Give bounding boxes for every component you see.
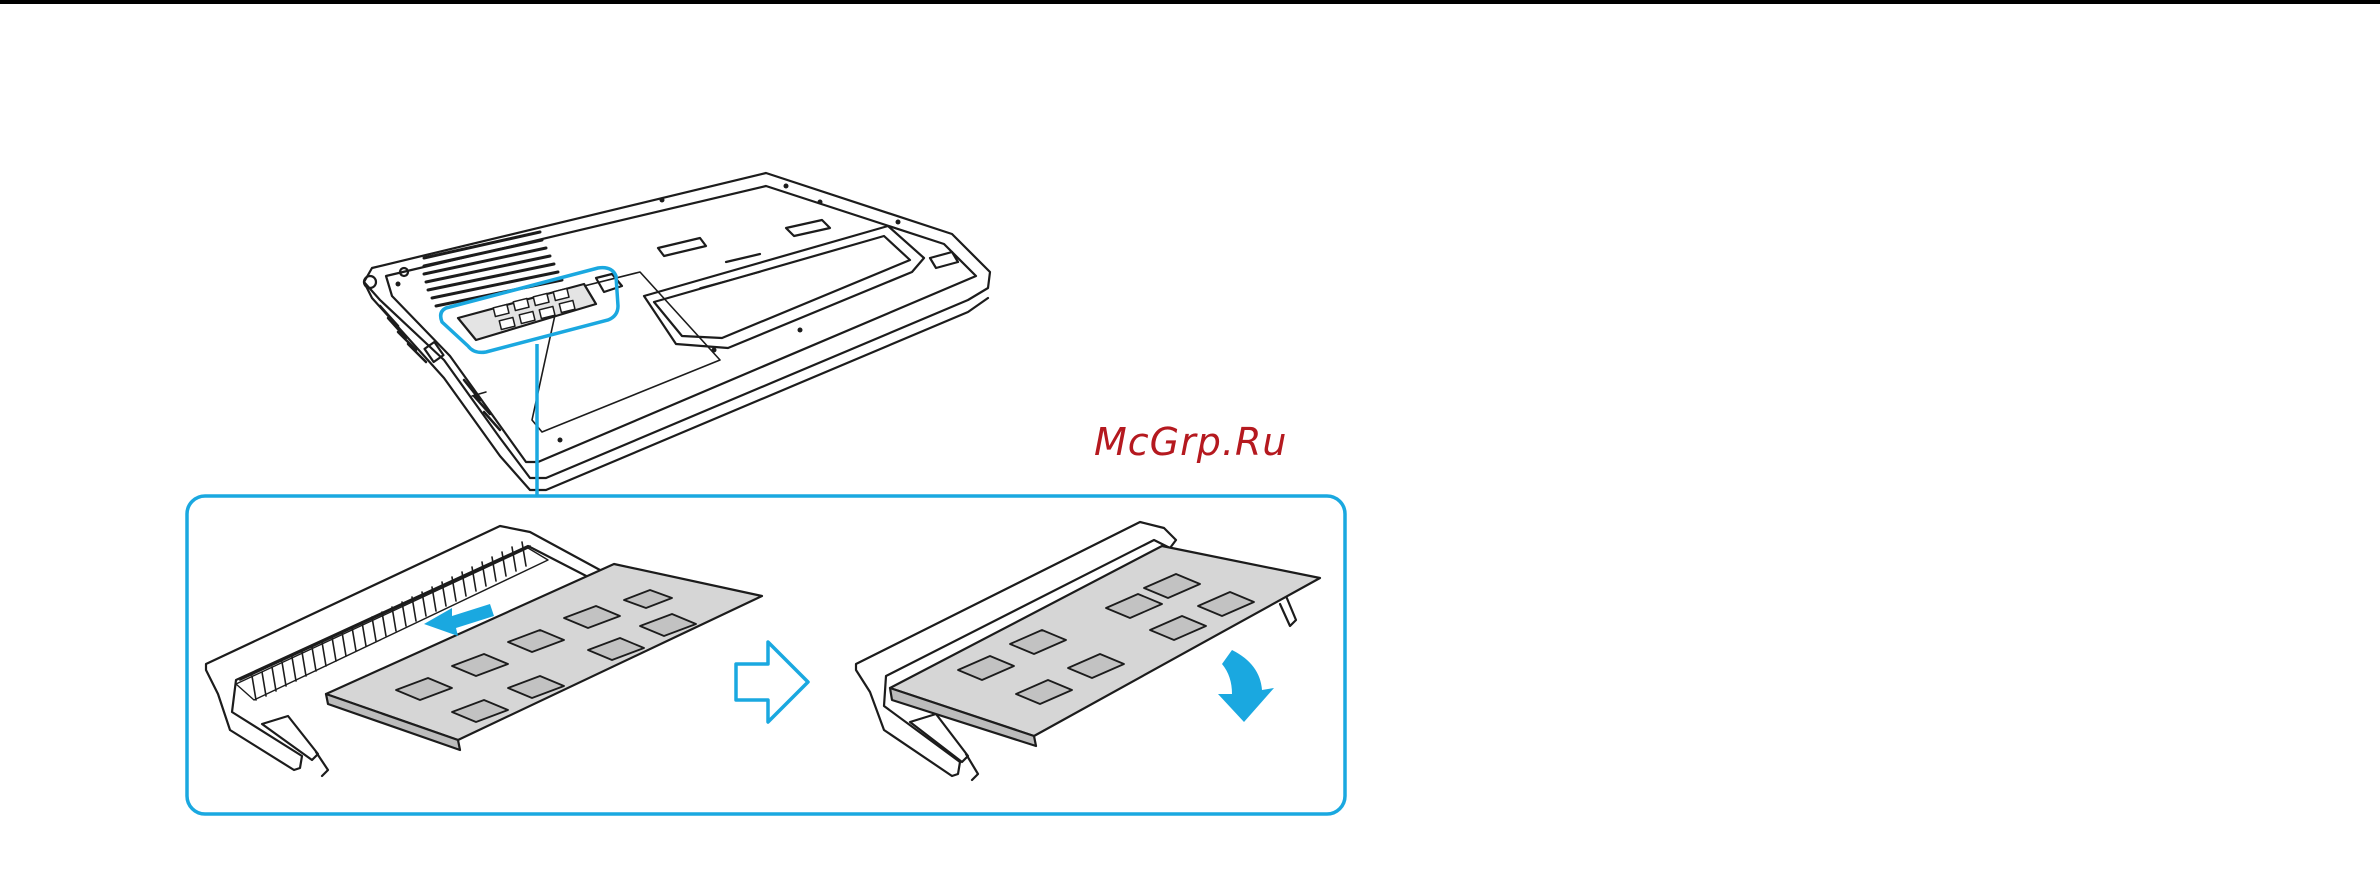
watermark-text: McGrp.Ru — [1094, 420, 1287, 464]
laptop-bottom-illustration — [364, 173, 990, 490]
